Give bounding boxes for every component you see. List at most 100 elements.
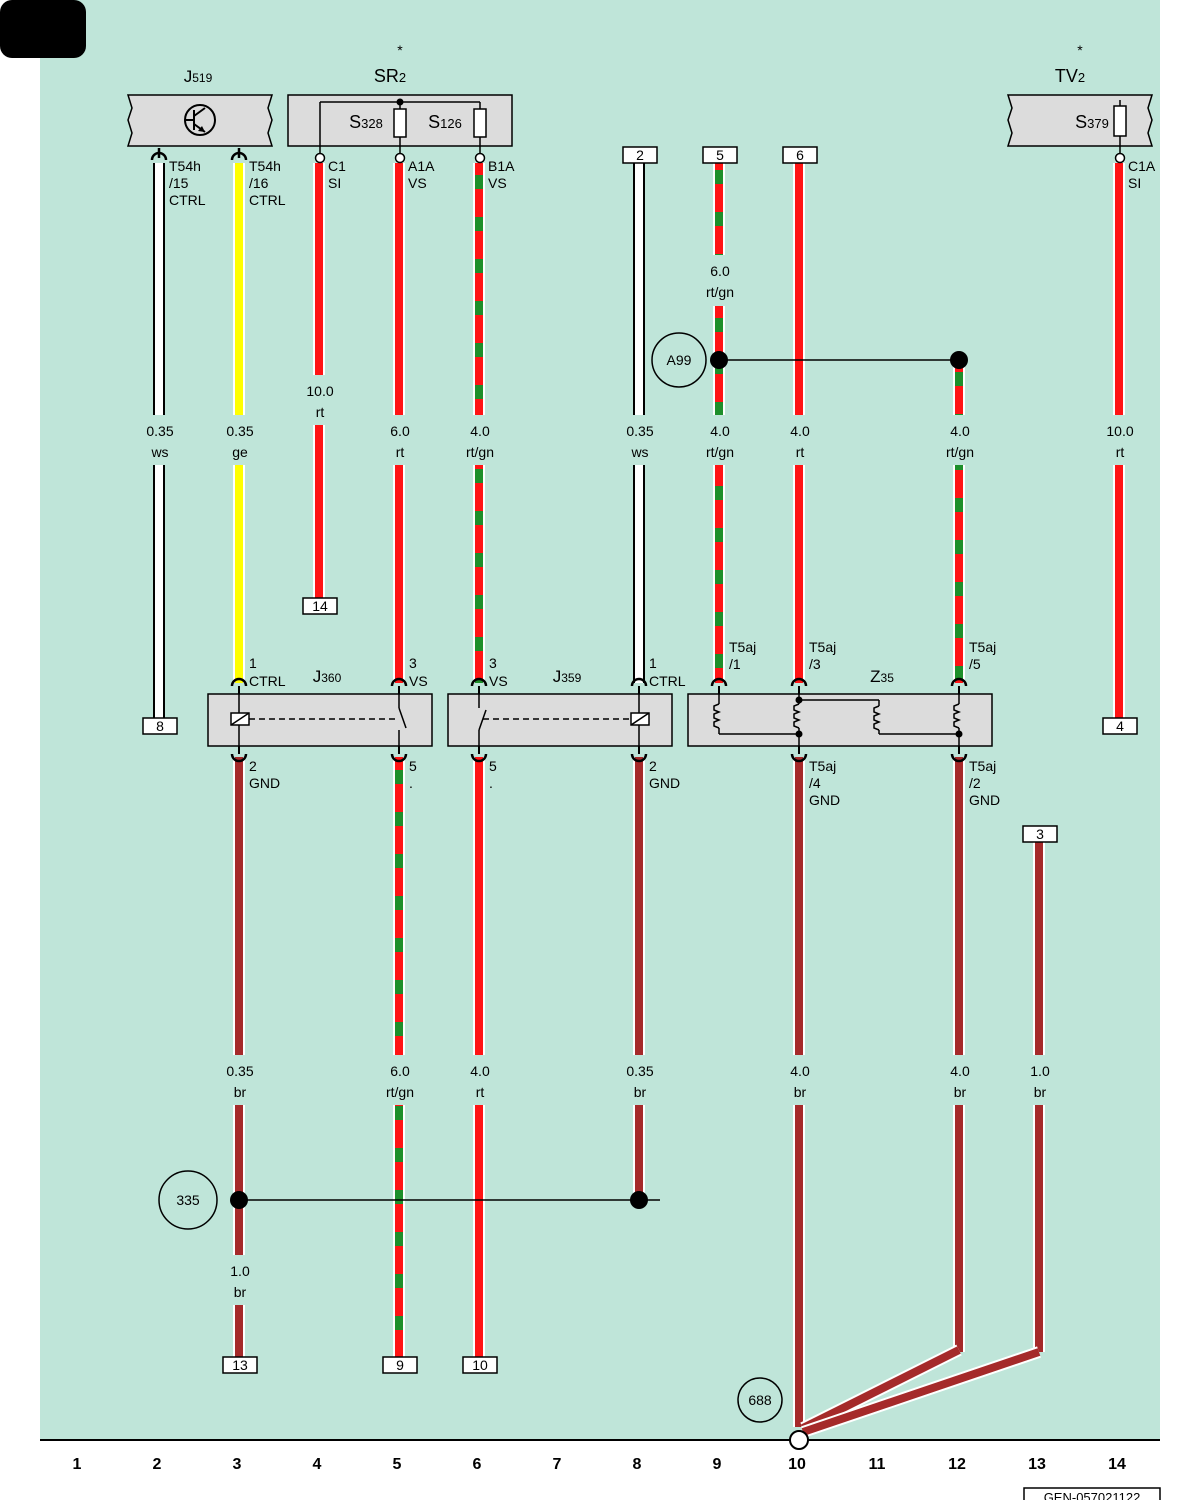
- pin-label: T5aj/1: [729, 639, 756, 672]
- ref-box: 4: [1116, 718, 1124, 734]
- wire-label: 4.0: [470, 1063, 490, 1079]
- ref-box: 3: [1036, 826, 1044, 842]
- sr2-label: SR2: [374, 66, 406, 86]
- grid-number: 2: [153, 1456, 162, 1473]
- component-j360: J360: [207, 667, 433, 747]
- wire-label: rt: [796, 444, 805, 460]
- ref-box: 2: [636, 147, 644, 163]
- junction-335: 335: [158, 1170, 648, 1230]
- j359-label: J359: [553, 667, 582, 686]
- relay-coil-icon: [630, 712, 650, 726]
- wire-label-gaps: [140, 255, 1140, 1305]
- wire-label: br: [954, 1084, 967, 1100]
- connector-hooks-middle: [230, 677, 968, 763]
- footer-code: GEN-057021122: [1044, 1490, 1141, 1500]
- wire-label: br: [234, 1084, 247, 1100]
- ground-terminal-icon: [789, 1430, 809, 1450]
- grid-number: 8: [633, 1456, 642, 1473]
- wire-label: br: [234, 1284, 247, 1300]
- grid-number: 9: [713, 1456, 722, 1473]
- wire-label: 6.0: [710, 263, 730, 279]
- ref-box: 5: [716, 147, 724, 163]
- grid-number-row: 1 2 3 4 5 6 7 8 9 10 11 12 13 14: [73, 1456, 1126, 1473]
- wire-label: rt/gn: [946, 444, 974, 460]
- wire-label: 0.35: [226, 423, 253, 439]
- ref-box: 9: [396, 1357, 404, 1373]
- wire-label: rt/gn: [386, 1084, 414, 1100]
- relay-switch-icon: [478, 694, 487, 746]
- wire-label: br: [634, 1084, 647, 1100]
- grid-number: 7: [553, 1456, 562, 1473]
- boxed-refs: 2 5 6 14 8 4 3 13 9 10: [142, 146, 1138, 1374]
- s379-label: S379: [1075, 112, 1109, 132]
- component-j519: J519: [126, 67, 274, 147]
- pin-label: T5aj/3: [809, 639, 836, 672]
- ref-box: 14: [312, 598, 328, 614]
- wire-label: 4.0: [710, 423, 730, 439]
- wire-label: 4.0: [470, 423, 490, 439]
- n688-label: 688: [748, 1392, 772, 1408]
- wire-label: 1.0: [1030, 1063, 1050, 1079]
- sr2-asterisk: *: [397, 42, 403, 58]
- fuse-icon: [473, 108, 487, 138]
- wire-label: rt: [1116, 444, 1125, 460]
- wire-label: br: [1034, 1084, 1047, 1100]
- grid-number: 4: [313, 1456, 322, 1473]
- component-tv2: * TV2 S379: [1006, 42, 1154, 164]
- fuse-icon: [1113, 105, 1127, 137]
- z35-label: Z35: [870, 667, 894, 686]
- wire-label: rt/gn: [706, 444, 734, 460]
- wire-label: 0.35: [626, 423, 653, 439]
- wire-label: ws: [630, 444, 648, 460]
- wire-label: 6.0: [390, 1063, 410, 1079]
- n335-label: 335: [176, 1192, 200, 1208]
- wire-label: 10.0: [1106, 423, 1133, 439]
- fuse-icon: [393, 108, 407, 138]
- wire-col9-upper: [713, 163, 725, 255]
- page-tab: [0, 0, 86, 58]
- wire-label: 4.0: [950, 1063, 970, 1079]
- tv2-asterisk: *: [1077, 42, 1083, 58]
- connector-stubs: [238, 686, 960, 754]
- wire-label: 4.0: [790, 423, 810, 439]
- a99-label: A99: [667, 352, 692, 368]
- grid-number: 13: [1028, 1456, 1046, 1473]
- wire-label: br: [794, 1084, 807, 1100]
- grid-number: 1: [73, 1456, 82, 1473]
- wire-label: 10.0: [306, 383, 333, 399]
- component-j359: J359: [447, 667, 673, 747]
- wire-label: 6.0: [390, 423, 410, 439]
- wire-col8-brown: [633, 757, 645, 1200]
- connector-hooks-top: [150, 148, 248, 161]
- grid-number: 10: [788, 1456, 806, 1473]
- wire-label: rt/gn: [706, 284, 734, 300]
- grid-number: 6: [473, 1456, 482, 1473]
- junction-a99: A99: [651, 332, 968, 388]
- wire-label: rt: [476, 1084, 485, 1100]
- pin-label: 5.: [489, 758, 497, 791]
- wire-label: 0.35: [146, 423, 173, 439]
- wire-label: 4.0: [790, 1063, 810, 1079]
- wire-label: rt: [396, 444, 405, 460]
- j519-label: J519: [184, 67, 213, 86]
- grid-number: 3: [233, 1456, 242, 1473]
- pin-label: 5.: [409, 758, 417, 791]
- wire-label: 4.0: [950, 423, 970, 439]
- wire-label: 0.35: [626, 1063, 653, 1079]
- grid-number: 5: [393, 1456, 402, 1473]
- pin-label: T5aj/5: [969, 639, 996, 672]
- wire-label: rt/gn: [466, 444, 494, 460]
